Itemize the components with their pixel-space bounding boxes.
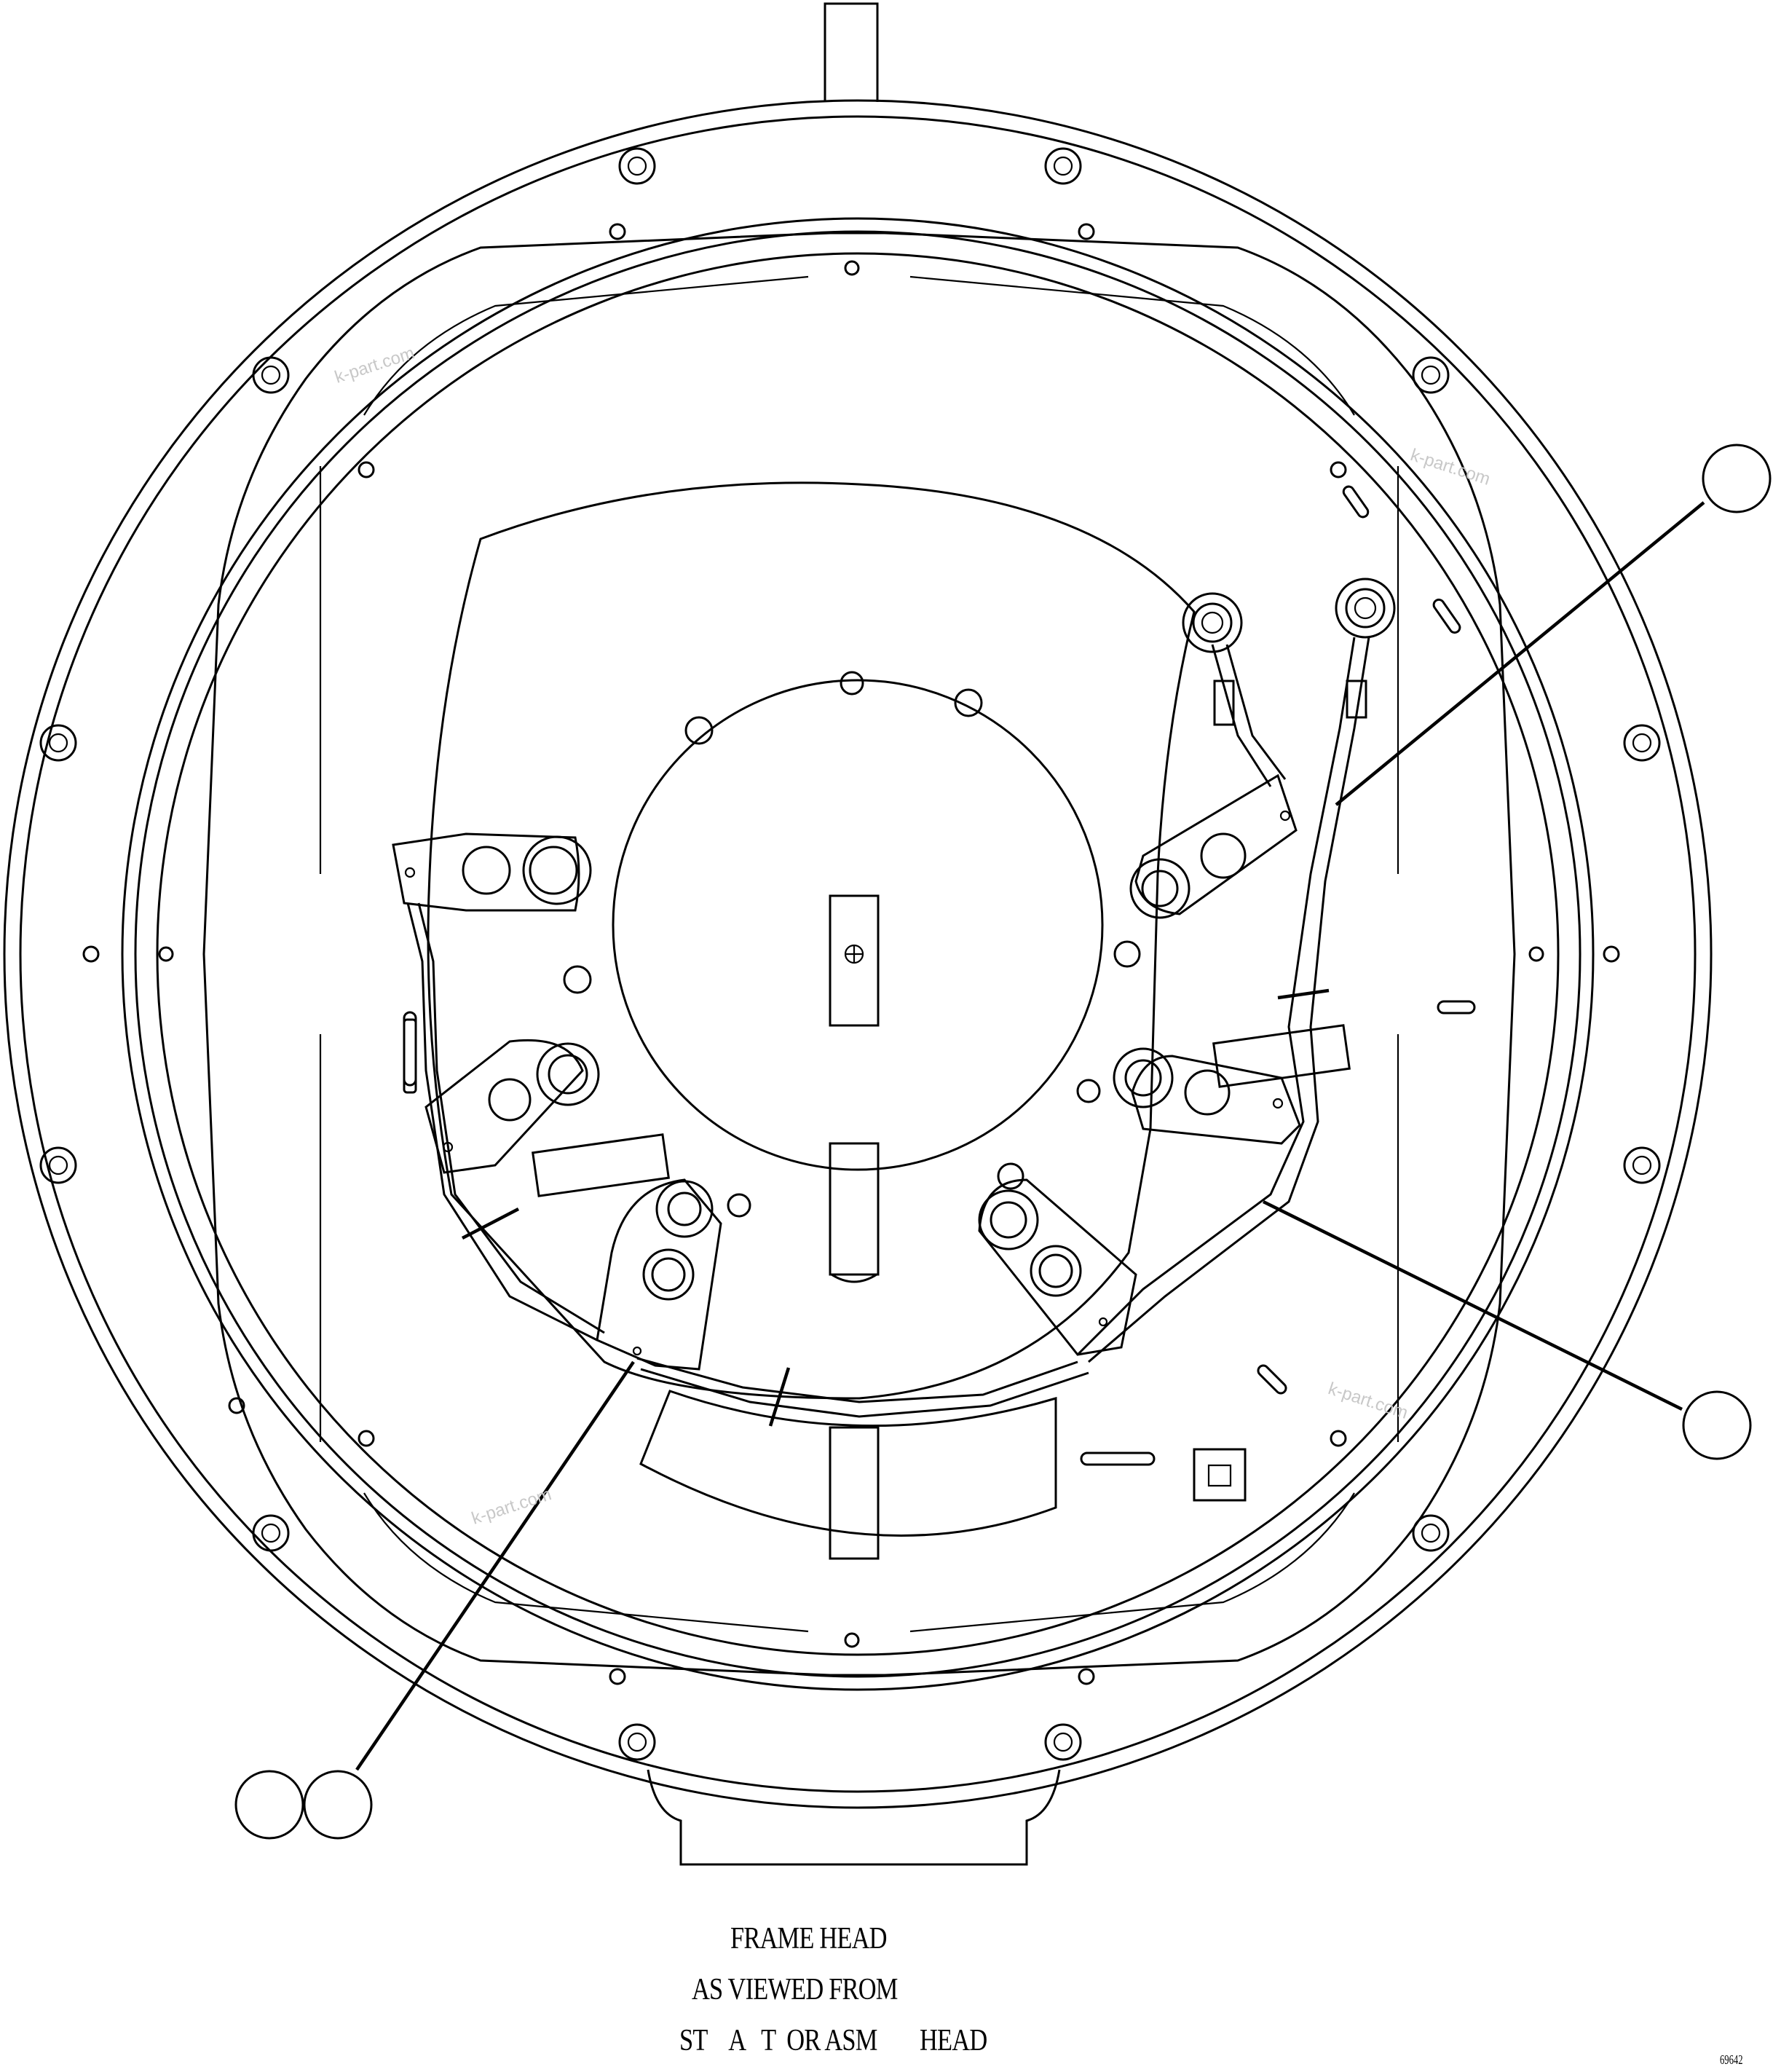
rect-blocks	[532, 1024, 1351, 1197]
outer-bolt-holes	[39, 147, 1661, 1761]
top-terminals	[1182, 578, 1396, 653]
caption-line-1: FRAME HEAD	[730, 1922, 888, 1955]
outer-rings	[3, 99, 1713, 1809]
callout-top-right	[1702, 444, 1772, 513]
callout-bottom-left-a	[234, 1770, 304, 1840]
disc-holes	[563, 671, 1141, 1218]
caption-line-3b: HEAD	[920, 2024, 987, 2057]
terminal-lugs	[392, 773, 1301, 1371]
document-number: 69642	[1720, 2052, 1743, 2067]
bottom-lug	[647, 1769, 1061, 1866]
notch-block	[1193, 1448, 1247, 1502]
plate-holes	[82, 223, 1620, 1685]
caption-line-2: AS VIEWED FROM	[692, 1973, 898, 2006]
stator-disc	[427, 481, 1196, 1560]
callout-right	[1682, 1390, 1752, 1460]
leader-lines	[355, 501, 1705, 1771]
top-lug	[824, 2, 879, 102]
callout-bottom-left-b	[303, 1770, 373, 1840]
caption-line-3a: ST A T OR ASM	[679, 2024, 877, 2057]
wiring-harness	[403, 637, 1370, 1427]
